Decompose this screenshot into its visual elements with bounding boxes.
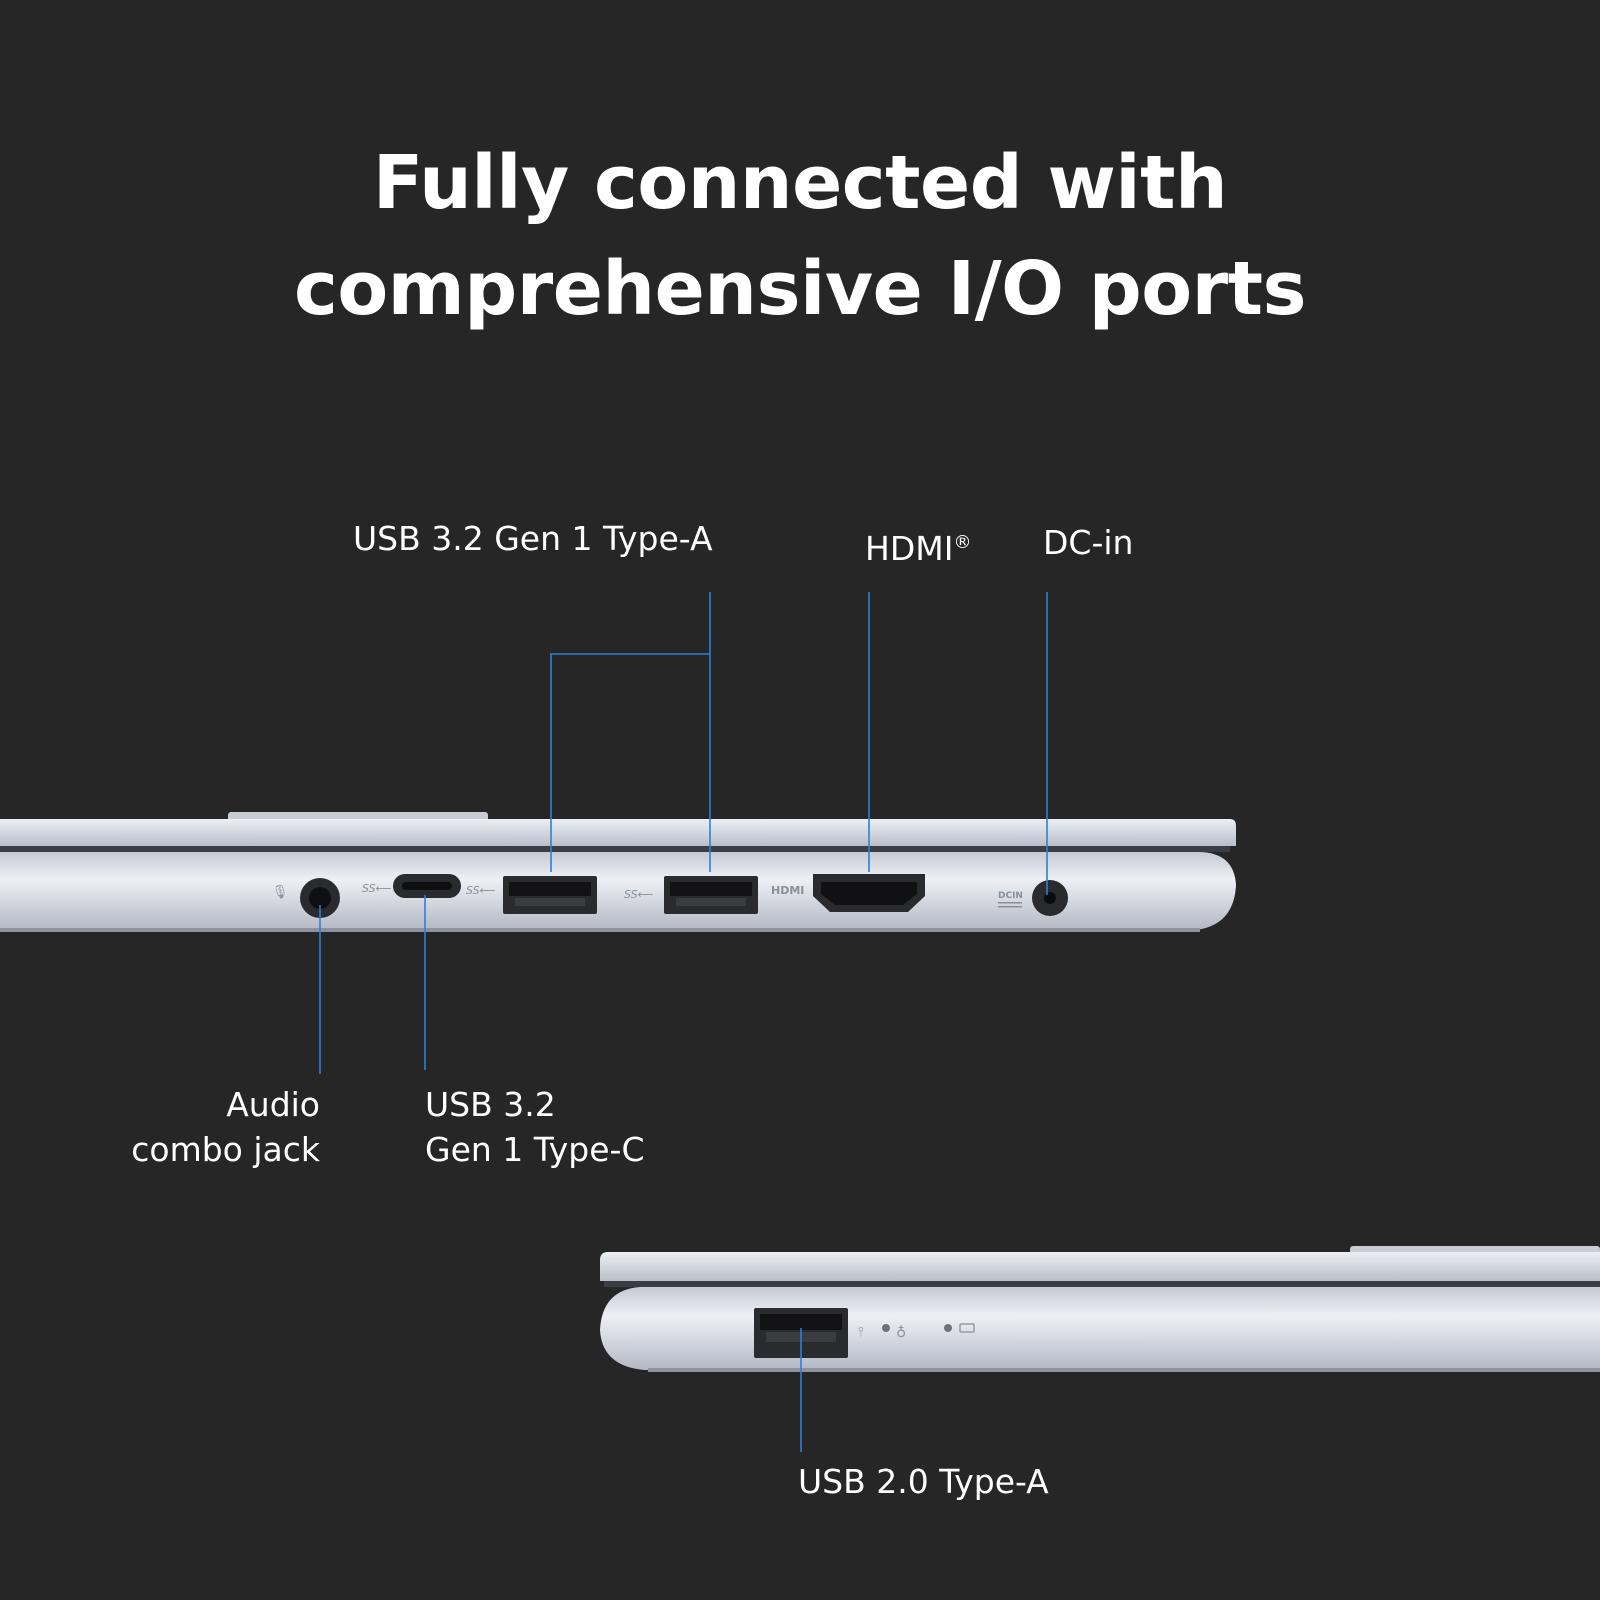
- laptop-right-side: ⫯ ♁: [600, 1246, 1600, 1372]
- laptop-left-side: 🎙 SS⟵⚡ SS⟵ SS⟵ HDMI DCIN: [0, 812, 1236, 932]
- label-hdmi: HDMI®: [865, 520, 971, 571]
- headline-line-2: comprehensive I/O ports: [293, 246, 1307, 332]
- label-usb32-type-c: USB 3.2 Gen 1 Type-C: [425, 1082, 645, 1172]
- label-audio-line-2: combo jack: [131, 1130, 320, 1169]
- headset-icon: 🎙: [272, 884, 289, 900]
- headline-line-1: Fully connected with: [372, 140, 1228, 226]
- headline: Fully connected with comprehensive I/O p…: [0, 130, 1600, 342]
- label-usb-c-line-1: USB 3.2: [425, 1085, 556, 1124]
- ss-lightning-icon: SS⟵⚡: [362, 882, 399, 895]
- label-audio-combo-jack: Audio combo jack: [110, 1082, 320, 1172]
- battery-led: [944, 1324, 952, 1332]
- lid-seam-right: [604, 1281, 1600, 1287]
- laptop-base-right: [600, 1287, 1600, 1370]
- dcin-engraving: DCIN: [998, 891, 1023, 901]
- callout-usb-a-1: [550, 592, 711, 872]
- label-usb-c-line-2: Gen 1 Type-C: [425, 1130, 645, 1169]
- label-dc-in: DC-in: [1043, 523, 1134, 562]
- laptop-lid-right: [600, 1252, 1600, 1281]
- ss-usb-icon-2: SS⟵: [624, 888, 654, 901]
- label-usb32-type-a: USB 3.2 Gen 1 Type-A: [353, 519, 713, 558]
- label-usb20-type-a: USB 2.0 Type-A: [798, 1462, 1049, 1501]
- laptop-lid: [0, 819, 1236, 846]
- registered-mark: ®: [953, 532, 972, 553]
- ss-usb-icon: SS⟵: [466, 884, 496, 897]
- callout-lines: [319, 592, 1048, 1452]
- hdmi-engraving: HDMI: [771, 884, 804, 897]
- bulb-icon: ♁: [896, 1325, 906, 1341]
- label-audio-line-1: Audio: [226, 1085, 320, 1124]
- battery-icon: [959, 1323, 975, 1333]
- lid-seam: [0, 846, 1230, 852]
- usb-trident-icon: ⫯: [858, 1325, 864, 1340]
- label-hdmi-text: HDMI: [865, 529, 954, 568]
- base-bottom-edge: [0, 928, 1200, 932]
- power-led: [882, 1324, 890, 1332]
